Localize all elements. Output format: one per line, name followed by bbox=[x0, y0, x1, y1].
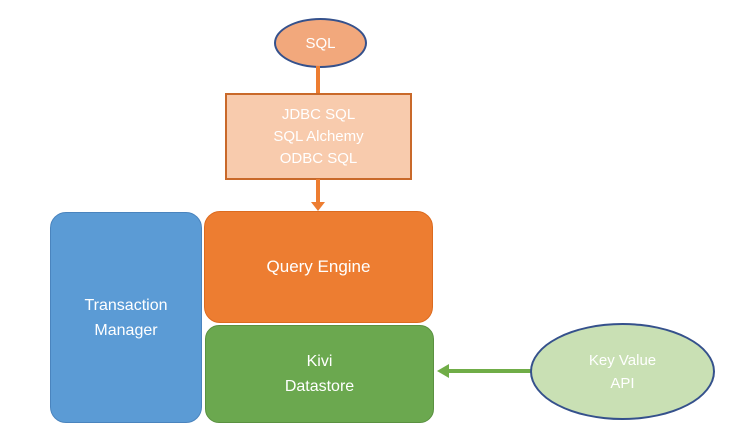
node-sql: SQL bbox=[274, 18, 367, 68]
node-key-value-api: Key Value API bbox=[530, 323, 715, 420]
arrowhead-left-icon bbox=[437, 364, 449, 378]
arrowhead-down-icon bbox=[311, 202, 325, 211]
node-kivi-datastore-label: Kivi Datastore bbox=[284, 353, 355, 395]
node-key-value-api-label: Key Value API bbox=[588, 351, 657, 392]
node-query-engine: Query Engine bbox=[204, 211, 433, 323]
node-query-engine-label: Query Engine bbox=[266, 257, 371, 276]
node-transaction-manager-label: Transaction Manager bbox=[84, 296, 168, 339]
node-drivers-line-1: JDBC SQL bbox=[281, 105, 356, 123]
connector-drivers-to-query-engine bbox=[316, 179, 320, 203]
node-kivi-datastore: Kivi Datastore bbox=[205, 325, 434, 423]
node-drivers-line-3: ODBC SQL bbox=[279, 149, 358, 167]
node-sql-label: SQL bbox=[305, 34, 336, 52]
node-drivers: JDBC SQL SQL Alchemy ODBC SQL bbox=[225, 93, 412, 180]
node-drivers-line-2: SQL Alchemy bbox=[273, 127, 364, 145]
node-transaction-manager: Transaction Manager bbox=[50, 212, 202, 423]
connector-key-value-api-to-kivi bbox=[448, 369, 532, 373]
connector-sql-to-drivers bbox=[316, 66, 320, 94]
